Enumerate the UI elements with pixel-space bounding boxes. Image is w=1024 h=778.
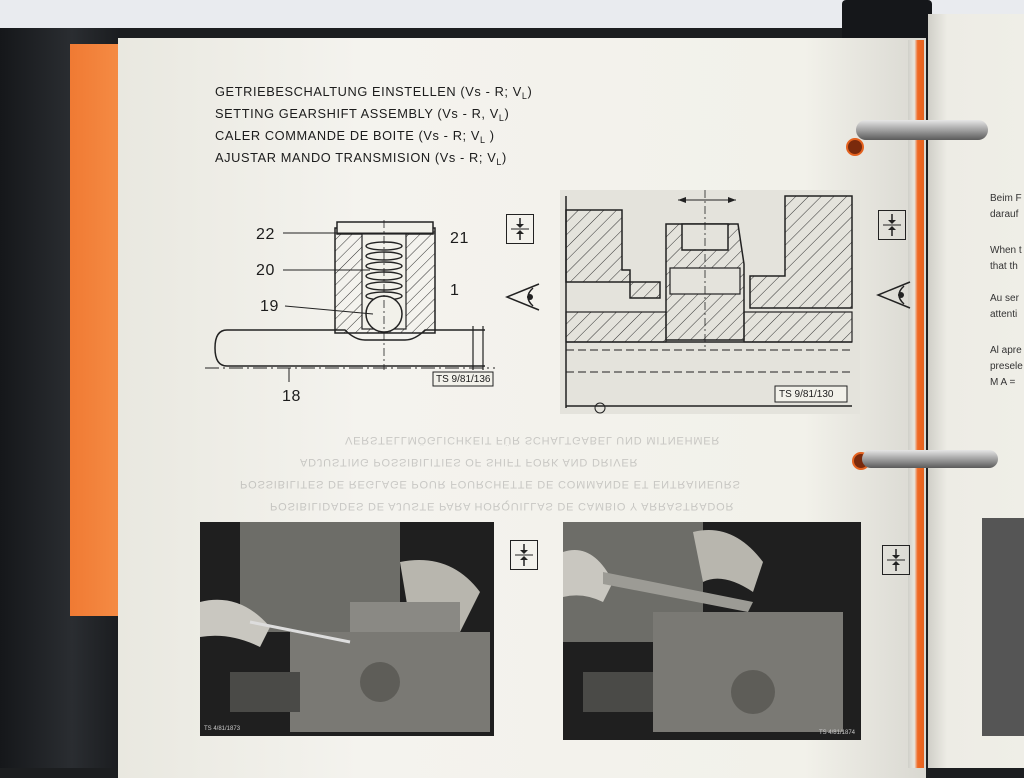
heading-spanish: AJUSTAR MANDO TRANSMISION (Vs - R; VL) [215, 150, 507, 167]
binder-hole-top [846, 138, 864, 156]
figure-right-ref: TS 9/81/130 [779, 389, 834, 400]
bleed-text-1: VERSTELLMÖGLICHKEIT FÜR SCHALTGABEL UND … [345, 434, 721, 446]
right-page-line-4: that th [990, 261, 1018, 272]
figure-left-ref: TS 9/81/136 [436, 374, 491, 385]
eye-icon [505, 283, 540, 311]
heading-german: GETRIEBESCHALTUNG EINSTELLEN (Vs - R; VL… [215, 84, 533, 101]
right-page-line-9: M A = [990, 377, 1016, 388]
right-page-line-7: Al apre [990, 345, 1022, 356]
right-page-line-5: Au ser [990, 293, 1019, 304]
callout-18: 18 [282, 388, 301, 405]
bleed-text-3: POSSIBILITES DE REGLAGE POUR FOURCHETTE … [240, 478, 741, 490]
callout-20: 20 [256, 262, 275, 279]
right-page-photo [982, 518, 1024, 736]
heading-french: CALER COMMANDE DE BOITE (Vs - R; VL ) [215, 128, 495, 145]
right-page-line-6: attenti [990, 309, 1018, 320]
photo-left: TS 4/81/1873 [200, 522, 494, 736]
binder-ring-top [856, 120, 988, 140]
callout-19: 19 [260, 298, 279, 315]
eye-icon-right [876, 281, 911, 309]
photo-right: TS 4/81/1874 [563, 522, 861, 740]
callout-22: 22 [256, 226, 275, 243]
right-page-line-3: When t [990, 245, 1022, 256]
heading-english: SETTING GEARSHIFT ASSEMBLY (Vs - R, VL) [215, 106, 510, 123]
photo-left-caption: TS 4/81/1873 [204, 726, 241, 732]
shift-fork-diagram [560, 190, 860, 414]
right-page-line-1: Beim F [990, 193, 1022, 204]
adjust-arrows-icon [506, 214, 534, 244]
photo-right-caption: TS 4/81/1874 [818, 730, 855, 736]
adjust-arrows-icon-photo-right [882, 545, 910, 575]
orange-tab-divider [70, 44, 122, 616]
callout-21: 21 [450, 230, 469, 247]
right-page-line-8: presele [990, 361, 1023, 372]
callout-1: 1 [450, 282, 460, 299]
bleed-text-4: POSIBILIDADES DE AJUSTE PARA HORQUILLAS … [270, 500, 735, 512]
binder-ring-bottom [862, 450, 998, 468]
right-page-line-2: darauf [990, 209, 1019, 220]
detent-diagram [205, 220, 495, 387]
page-edge [908, 40, 924, 768]
adjust-arrows-icon-right [878, 210, 906, 240]
bleed-text-2: ADJUSTING POSSIBILITIES OF SHIFT FORK AN… [300, 456, 639, 468]
adjust-arrows-icon-photo [510, 540, 538, 570]
